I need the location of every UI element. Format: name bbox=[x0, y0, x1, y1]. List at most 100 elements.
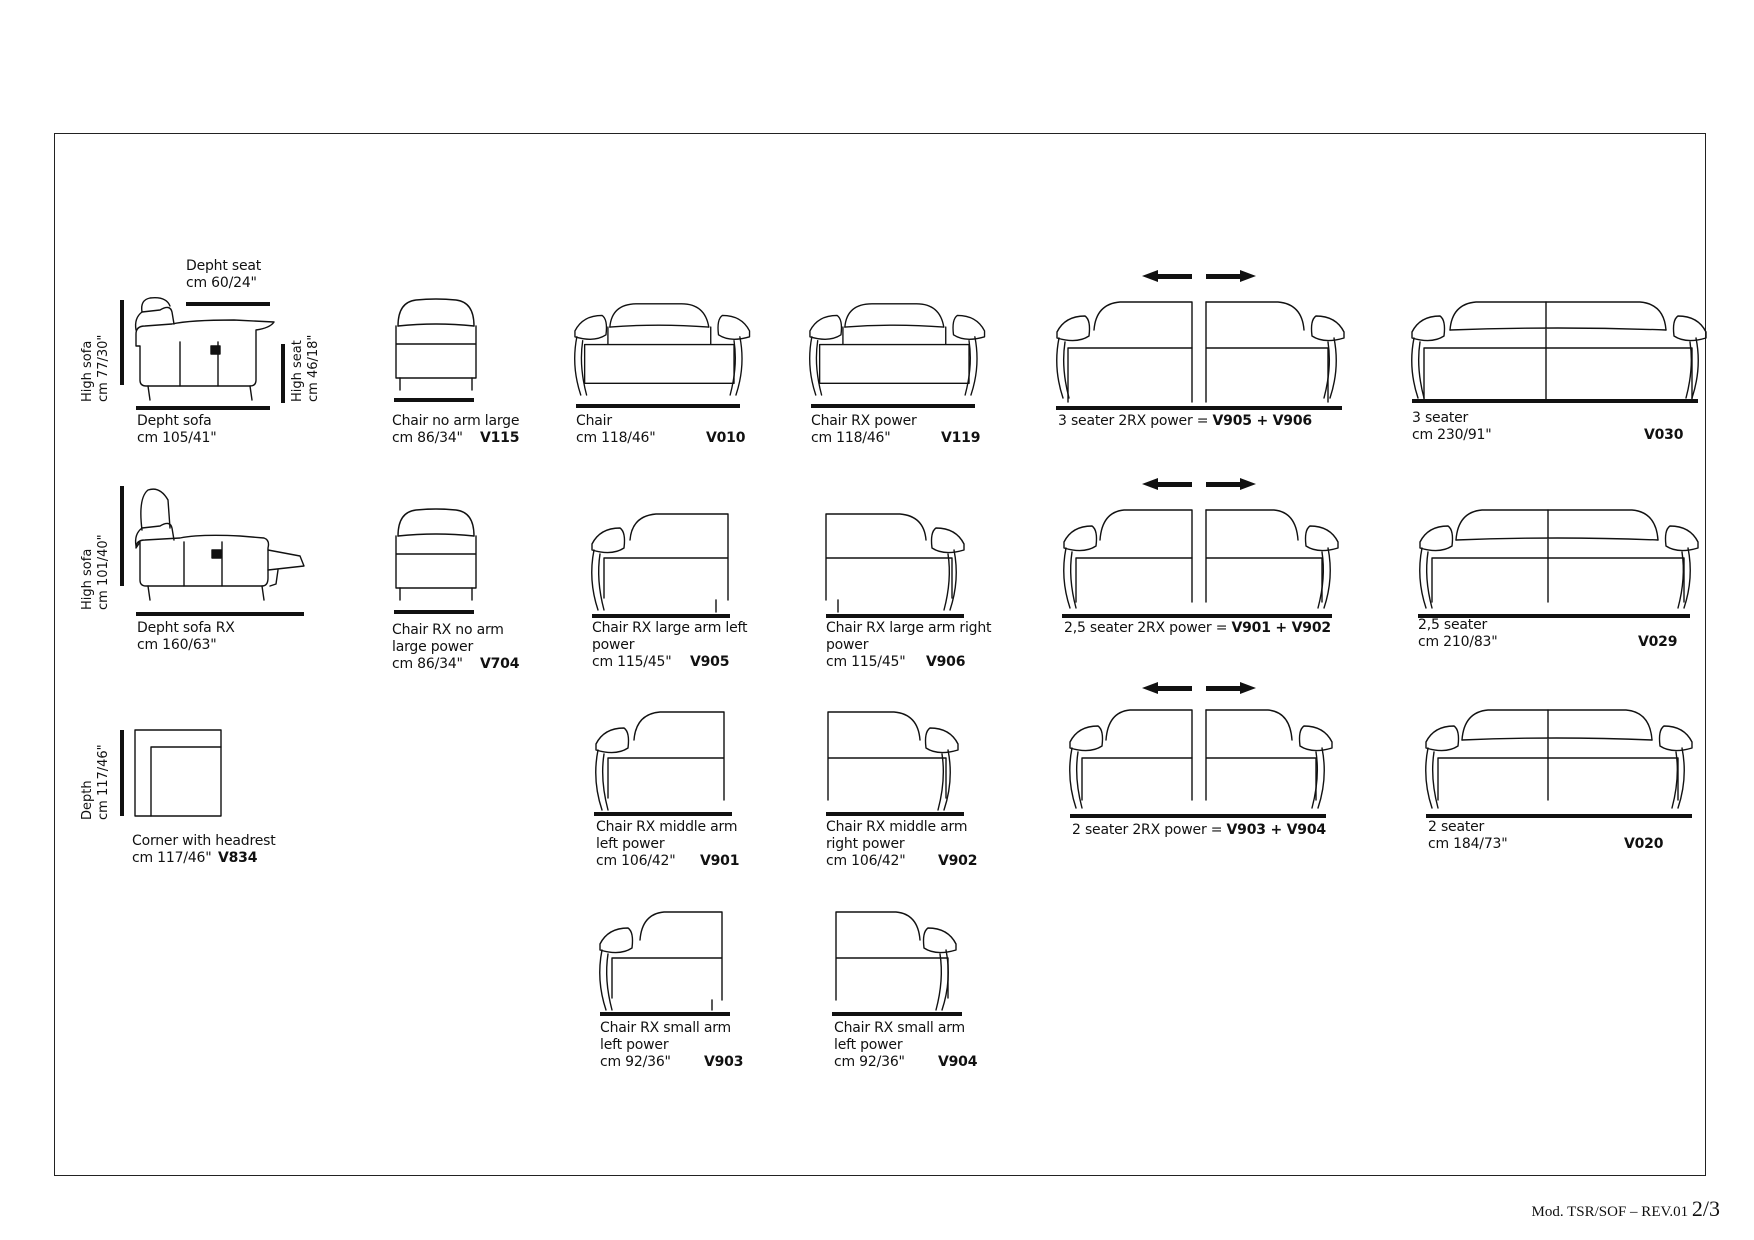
depth-sofa-rx-value: cm 160/63" bbox=[137, 637, 217, 653]
caption-line: Chair RX middle arm bbox=[826, 819, 968, 835]
caption-line: Chair bbox=[576, 413, 612, 429]
depth-sofa-title: Depht sofa bbox=[137, 413, 212, 429]
caption-line: cm 106/42" bbox=[826, 853, 906, 869]
caption-line: Chair no arm large bbox=[392, 413, 520, 429]
chair-drawing bbox=[575, 304, 750, 395]
depth-sofa-rx-title: Depht sofa RX bbox=[137, 620, 235, 636]
caption-line: cm 115/45" bbox=[826, 654, 906, 670]
arrows-row-1 bbox=[1142, 270, 1256, 282]
high-sofa-value: cm 77/30" bbox=[96, 334, 111, 402]
caption-v905-v906: 3 seater 2RX power = V905 + V906 bbox=[1058, 413, 1312, 430]
high-seat-title: High seat bbox=[290, 340, 305, 402]
caption-line: 3 seater bbox=[1412, 410, 1469, 426]
caption-v905: Chair RX large arm left power cm 115/45"… bbox=[592, 620, 758, 671]
caption-line: Chair RX no arm bbox=[392, 622, 504, 638]
sofa-2-seater-2rx-drawing bbox=[1069, 709, 1333, 809]
depth-sofa-rx-label: Depht sofa RX cm 160/63" bbox=[137, 620, 235, 654]
caption-line: cm 117/46" bbox=[132, 850, 212, 866]
caption-v903-v904: 2 seater 2RX power = V903 + V904 bbox=[1072, 822, 1326, 839]
depth-sofa-label: Depht sofa cm 105/41" bbox=[137, 413, 217, 447]
caption-line: cm 106/42" bbox=[596, 853, 676, 869]
caption-line: right power bbox=[826, 836, 905, 852]
depth-seat-title: Depht seat bbox=[186, 258, 262, 274]
high-sofa-rx-label: High sofa cm 101/40" bbox=[80, 534, 112, 610]
chair-rx-small-arm-left-drawing bbox=[599, 911, 723, 1011]
high-seat-value: cm 46/18" bbox=[306, 334, 321, 402]
caption-line: Corner with headrest bbox=[132, 833, 276, 849]
caption-v901-v902: 2,5 seater 2RX power = V901 + V902 bbox=[1064, 620, 1331, 637]
sofa-2-seater-drawing bbox=[1425, 709, 1693, 809]
high-sofa-rx-title: High sofa bbox=[80, 548, 95, 610]
caption-line: 2,5 seater 2RX power = bbox=[1064, 620, 1232, 636]
page-footer: Mod. TSR/SOF – REV.01 2/3 bbox=[1532, 1196, 1720, 1222]
high-seat-label: High seat cm 46/18" bbox=[290, 335, 322, 402]
model-code: V903 bbox=[704, 1054, 744, 1070]
caption-line: 3 seater 2RX power = bbox=[1058, 413, 1213, 429]
depth-seat-value: cm 60/24" bbox=[186, 275, 257, 291]
dimension-bars bbox=[120, 300, 304, 816]
caption-v904: Chair RX small arm left power cm 92/36" … bbox=[834, 1020, 1000, 1071]
caption-line: Chair RX power bbox=[811, 413, 917, 429]
caption-line: left power bbox=[834, 1037, 903, 1053]
chair-rx-large-arm-right-drawing bbox=[825, 513, 965, 613]
chair-rx-large-arm-left-drawing bbox=[591, 513, 729, 613]
caption-line: cm 118/46" bbox=[576, 430, 656, 446]
caption-line: Chair RX small arm bbox=[600, 1020, 731, 1036]
model-code: V903 + V904 bbox=[1226, 822, 1327, 838]
caption-line: 2 seater bbox=[1428, 819, 1485, 835]
caption-line: Chair RX large arm right bbox=[826, 620, 992, 636]
model-code: V901 + V902 bbox=[1231, 620, 1332, 636]
caption-line: cm 118/46" bbox=[811, 430, 891, 446]
footer-revision: Mod. TSR/SOF – REV.01 bbox=[1531, 1204, 1689, 1220]
drawing-frame bbox=[54, 133, 1706, 1176]
side-view-sofa-drawing bbox=[134, 296, 275, 401]
model-code: V906 bbox=[926, 654, 966, 670]
model-code: V020 bbox=[1624, 836, 1664, 852]
caption-line: cm 115/45" bbox=[592, 654, 672, 670]
caption-v704: Chair RX no arm large power cm 86/34" V7… bbox=[392, 622, 522, 673]
caption-line: power bbox=[592, 637, 635, 653]
model-code: V119 bbox=[941, 430, 981, 446]
sofa-3-seater-2rx-drawing bbox=[1056, 301, 1345, 403]
caption-line: 2 seater 2RX power = bbox=[1072, 822, 1227, 838]
model-code: V029 bbox=[1638, 634, 1678, 650]
caption-line: power bbox=[826, 637, 869, 653]
model-code: V010 bbox=[706, 430, 746, 446]
depth-seat-label: Depht seat cm 60/24" bbox=[186, 258, 261, 292]
high-sofa-label: High sofa cm 77/30" bbox=[80, 335, 112, 402]
caption-line: cm 210/83" bbox=[1418, 634, 1498, 650]
high-sofa-title: High sofa bbox=[80, 340, 95, 402]
caption-line: left power bbox=[600, 1037, 669, 1053]
caption-v020: 2 seater cm 184/73" V020 bbox=[1428, 819, 1690, 853]
caption-line: cm 92/36" bbox=[834, 1054, 905, 1070]
caption-line: cm 86/34" bbox=[392, 430, 463, 446]
model-code: V904 bbox=[938, 1054, 978, 1070]
chair-rx-middle-arm-right-drawing bbox=[827, 711, 959, 811]
chair-no-arm-large-drawing bbox=[395, 298, 477, 391]
sofa-2-5-seater-drawing bbox=[1419, 509, 1699, 609]
depth-label: Depth cm 117/46" bbox=[80, 744, 112, 820]
caption-v906: Chair RX large arm right power cm 115/45… bbox=[826, 620, 992, 671]
caption-v903: Chair RX small arm left power cm 92/36" … bbox=[600, 1020, 766, 1071]
sofa-3-seater-drawing bbox=[1411, 301, 1707, 403]
page-number: 2/3 bbox=[1691, 1196, 1720, 1221]
caption-v029: 2,5 seater cm 210/83" V029 bbox=[1418, 617, 1688, 651]
chair-rx-no-arm-drawing bbox=[395, 508, 477, 601]
caption-line: Chair RX small arm bbox=[834, 1020, 965, 1036]
caption-v115: Chair no arm large cm 86/34" V115 bbox=[392, 413, 522, 447]
model-code: V902 bbox=[938, 853, 978, 869]
high-sofa-rx-value: cm 101/40" bbox=[96, 534, 111, 610]
model-code: V901 bbox=[700, 853, 740, 869]
caption-line: cm 92/36" bbox=[600, 1054, 671, 1070]
model-code: V115 bbox=[480, 430, 520, 446]
chair-rx-power-drawing bbox=[810, 304, 985, 395]
caption-line: 2,5 seater bbox=[1418, 617, 1488, 633]
depth-value: cm 117/46" bbox=[96, 744, 111, 820]
caption-v901: Chair RX middle arm left power cm 106/42… bbox=[596, 819, 762, 870]
chair-rx-middle-arm-left-drawing bbox=[595, 711, 725, 811]
model-code: V905 + V906 bbox=[1212, 413, 1313, 429]
caption-v030: 3 seater cm 230/91" V030 bbox=[1412, 410, 1683, 444]
model-code: V704 bbox=[480, 656, 520, 672]
caption-line: cm 86/34" bbox=[392, 656, 463, 672]
